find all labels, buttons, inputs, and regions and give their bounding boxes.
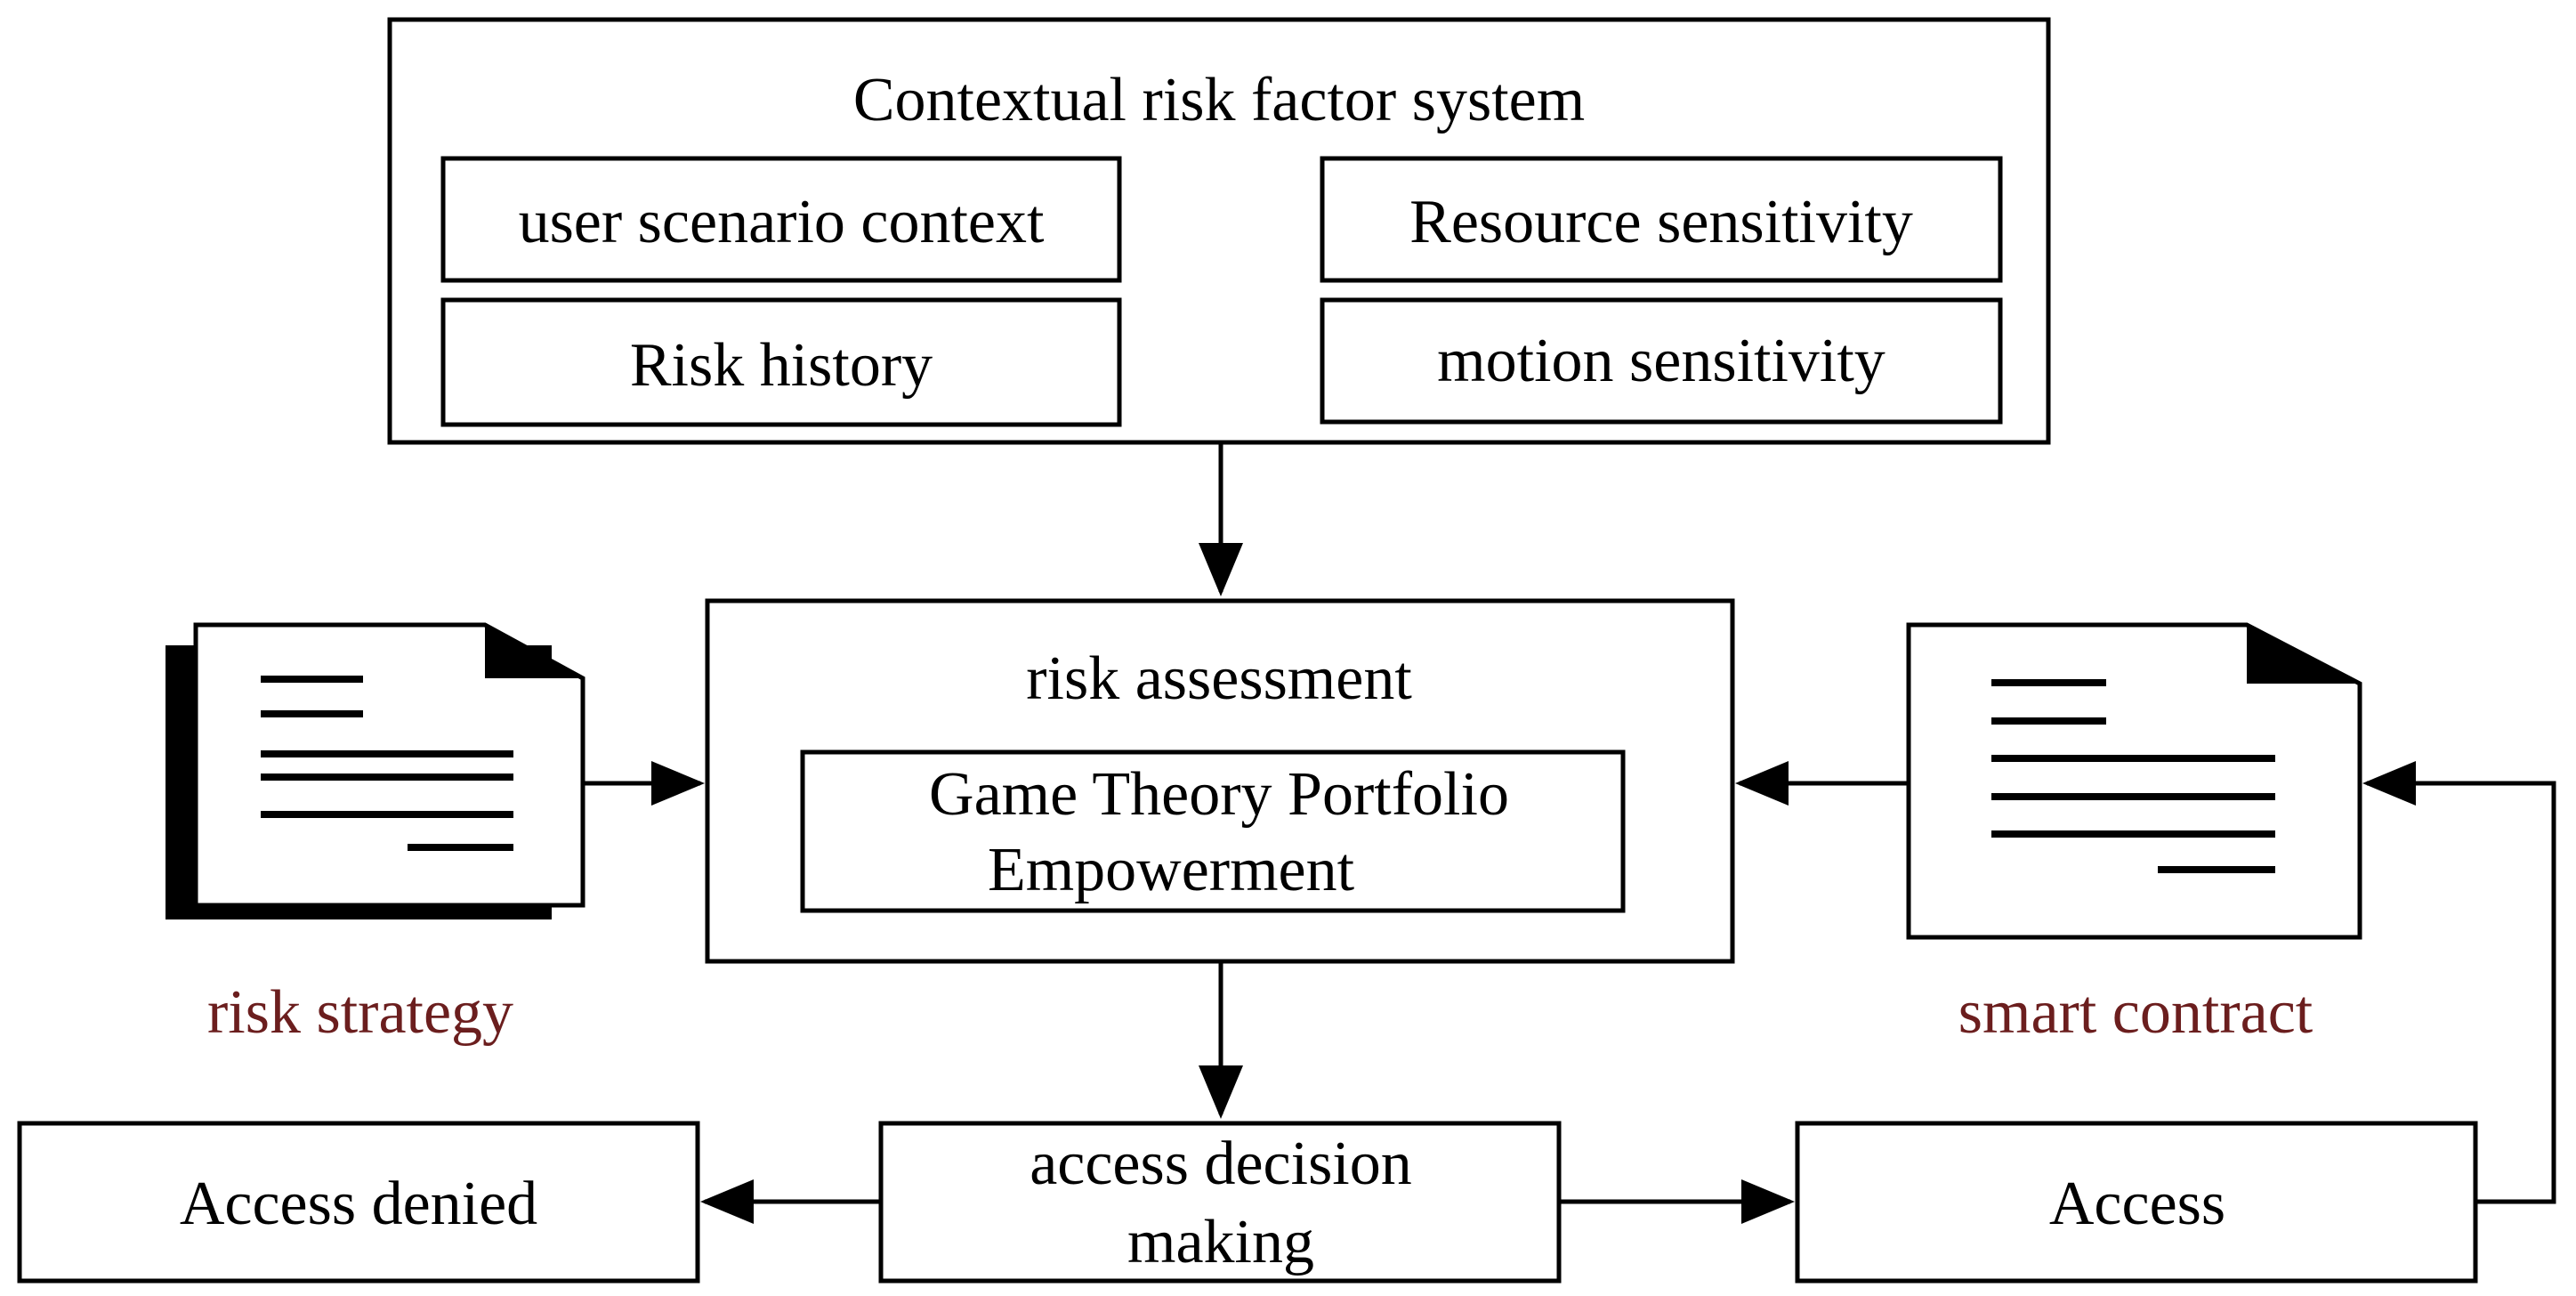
access-label: Access — [2049, 1170, 2225, 1238]
factor-label-motion-sensitivity: motion sensitivity — [1437, 327, 1886, 395]
decision-panel: access decision making — [878, 1121, 1562, 1284]
document-stack-front — [193, 622, 585, 908]
factor-label-risk-history: Risk history — [630, 331, 933, 400]
risk-strategy-label: risk strategy — [207, 978, 513, 1047]
factor-box-motion-sensitivity — [1320, 297, 2003, 425]
arrow-access-to-contract — [2362, 761, 2556, 1204]
access-denied-panel: Access denied — [17, 1121, 700, 1284]
decision-line-1: access decision — [1030, 1130, 1412, 1198]
game-theory-line-1: Game Theory Portfolio — [929, 760, 1509, 829]
access-panel: Access — [1795, 1121, 2478, 1284]
risk-assessment-title: risk assessment — [1026, 644, 1412, 713]
risk-assessment-panel: risk assessment Game Theory Portfolio Em… — [705, 598, 1735, 964]
access-denied-box — [17, 1121, 700, 1284]
document-icon — [1906, 622, 2362, 940]
factor-box-resource-sensitivity — [1320, 156, 2003, 283]
game-theory-box — [800, 749, 1626, 913]
access-box — [1795, 1121, 2478, 1284]
smart-contract-document — [1906, 622, 2362, 940]
document-stack-icon — [166, 622, 585, 919]
factor-box-user-scenario — [440, 156, 1122, 283]
document-stack-corner — [485, 625, 583, 678]
factor-label-user-scenario: user scenario context — [519, 188, 1045, 256]
context-system-title: Contextual risk factor system — [853, 66, 1585, 134]
access-denied-label: Access denied — [180, 1170, 537, 1238]
factor-label-resource-sensitivity: Resource sensitivity — [1409, 188, 1913, 256]
game-theory-line-2: Empowerment — [988, 836, 1355, 904]
context-system-panel: Contextual risk factor system user scena… — [387, 17, 2051, 445]
decision-line-2: making — [1127, 1208, 1314, 1276]
factor-box-risk-history — [440, 297, 1122, 427]
decision-box — [878, 1121, 1562, 1284]
smart-contract-label: smart contract — [1958, 978, 2314, 1047]
smart-contract-corner — [2247, 625, 2360, 684]
